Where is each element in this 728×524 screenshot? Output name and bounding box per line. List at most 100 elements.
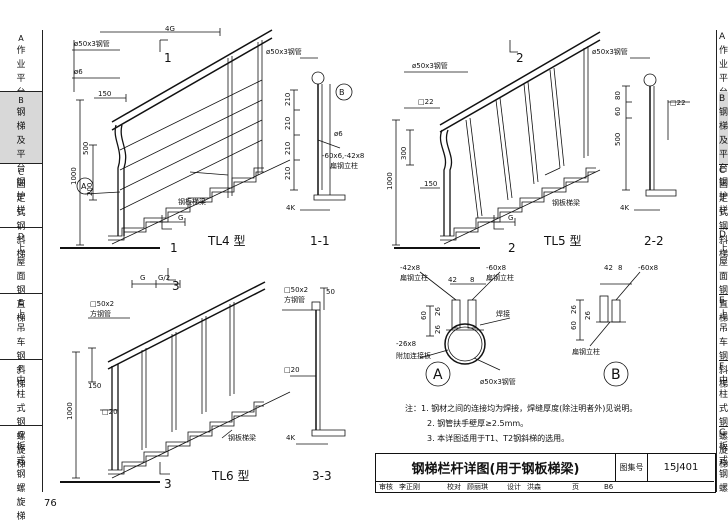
tl4-section-mark: 1 [164,51,172,65]
note-line: 3. 本详图适用于T1、T2钢斜梯的选用。 [427,434,570,443]
right-strip-text: C固定式钢斜梯 [719,166,728,260]
tl6-section-mark-bottom: 3 [164,477,172,491]
detail-a-dim: 26 [434,325,442,334]
section-1-1 [290,57,353,211]
detail-a-plate-name: 附加连接板 [396,351,431,360]
tl4-dim: 4G [165,25,175,33]
tl6-dim: 1000 [66,402,74,420]
chapter-f-tab[interactable]: F 中柱式钢螺旋梯 [0,360,42,470]
sec33-rail-label: □20 [284,366,300,374]
sec22-dim: 80 [614,91,622,100]
detail-a-post-b: -60x8 [486,264,506,272]
tl6-dim: G/2 [158,274,170,282]
note-line: 注：1. 钢材之间的连接均为焊接，焊缝厚度(除注明者外)见说明。 [405,404,638,413]
detail-b-dim: 26 [584,311,592,320]
chapter-name: 钢梯及平台钢护栏 [16,108,26,216]
chapter-letter: F [18,364,24,373]
tl5-beam-label: 钢板梯梁 [552,198,580,207]
tl5-rail-label: □22 [418,98,434,106]
detail-b-dim: 26 [570,305,578,314]
page-label: 页 [572,483,579,491]
notes-block: 注：1. 钢材之间的连接均为焊接，焊缝厚度(除注明者外)见说明。 2. 钢管扶手… [405,401,637,446]
title-block: 钢梯栏杆详图(用于钢板梯梁) 图集号 15J401 审核 李正刚 校对 顾丽琪 … [375,453,716,493]
detail-b [576,271,641,387]
chapter-name: 上屋面钢直梯 [16,244,26,324]
detail-b-post-name: 扁钢立柱 [572,347,600,356]
sec11-callout-b: B [339,88,345,97]
tl5-type-label: TL5 型 [543,234,581,248]
tl4-elevation [60,28,291,249]
detail-b-label: B [611,367,621,383]
tl5-dim: 1000 [386,172,394,190]
drawing-title: 钢梯栏杆详图(用于钢板梯梁) [376,454,616,482]
detail-a-post-b-name: 扁钢立柱 [486,273,514,282]
tl6-beam-label: 钢板梯梁 [228,433,256,442]
tl4-rail-label: ø6 [74,68,83,76]
sec11-label: 1-1 [310,234,330,248]
sec22-dim: 60 [614,107,622,116]
sec11-dim: 210 [284,117,292,130]
right-strip-cell: B钢梯及平台钢护栏 [719,92,728,216]
reviewer-label: 审核 [379,483,393,491]
chapter-name: 中柱式钢螺旋梯 [16,376,26,470]
chapter-letter: A [18,34,24,43]
sec11-rail-label: ø6 [334,130,343,138]
detail-a-dim: 60 [420,311,428,320]
section-2-2 [622,57,690,211]
page-code: B6 [604,483,614,491]
chapter-e-tab[interactable]: E 上吊车钢斜梯 [0,294,42,390]
sec11-dim: 210 [284,93,292,106]
page-number: 76 [44,498,57,509]
detail-a-post-a-name: 扁钢立柱 [400,273,428,282]
tl5-dim: 150 [424,180,437,188]
tl4-callout-a: A [81,182,87,191]
tl6-elevation [60,268,291,483]
right-strip-cell: F中柱式钢螺旋梯 [719,360,728,470]
sec22-dim: 500 [614,133,622,146]
right-strip-text: B钢梯及平台钢护栏 [719,94,728,216]
right-page-edge-index: A作业平台钢梯 B钢梯及平台钢护栏 C固定式钢斜梯 D上屋面钢直梯 E上吊车钢斜… [716,30,728,492]
chapter-b-tab[interactable]: B 钢梯及平台钢护栏 [0,92,42,216]
tl6-type-label: TL6 型 [211,469,249,483]
designer-label: 设计 [507,483,521,491]
atlas-number: 15J401 [648,454,714,482]
tl6-dim: 150 [88,382,101,390]
section-3-3 [282,287,346,445]
chapter-letter: E [18,298,24,307]
detail-a-dim: 8 [470,276,474,284]
tl6-dim: G [140,274,145,282]
detail-a-post-a: -42x8 [400,264,420,272]
tl4-dim: G [178,214,183,222]
tl6-rail-label: □20 [102,408,118,416]
detail-a-plate: -26x8 [396,340,416,348]
atlas-number-label: 图集号 [616,454,648,482]
detail-a-pipe: ø50x3钢管 [480,377,516,386]
sec33-dim: 4K [286,434,295,442]
tl4-section-mark-bottom: 1 [170,241,178,255]
tl4-beam-label: 钢板梯梁 [178,197,206,206]
detail-a-label: A [433,367,443,383]
tl4-dim: 150 [98,90,111,98]
sec33-label: 3-3 [312,469,332,483]
chapter-name: 上吊车钢斜梯 [16,310,26,390]
tl5-dim: G [508,214,513,222]
checker-label: 校对 [447,483,461,491]
reviewer-name: 李正刚 [399,483,420,491]
chapter-letter: G [17,430,25,439]
right-strip-text: D上屋面钢直梯 [719,230,728,324]
sec11-dim: 4K [286,204,295,212]
tl4-type-label: TL4 型 [207,234,245,248]
tl5-section-mark: 2 [516,51,524,65]
detail-b-dim: 8 [618,264,622,272]
chapter-c-tab[interactable]: C 固定式钢斜梯 [0,164,42,260]
detail-a-weld-label: 焊接 [496,309,510,318]
tl5-elevation [392,31,601,249]
tl6-handrail-name: 方钢管 [90,309,111,318]
tl5-section-mark-bottom: 2 [508,241,516,255]
chapter-d-tab[interactable]: D 上屋面钢直梯 [0,228,42,324]
sec22-label: 2-2 [644,234,664,248]
sec22-dim: 4K [620,204,629,212]
sec11-post-name: 扁钢立柱 [330,161,358,170]
